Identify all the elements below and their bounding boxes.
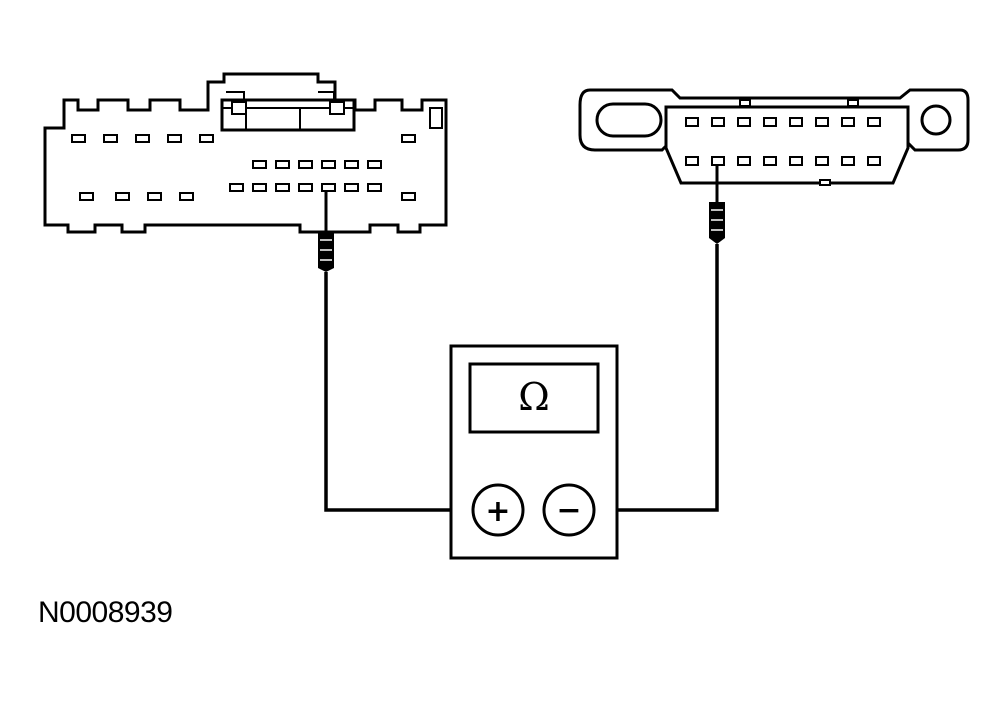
negative-terminal-label: − [556, 493, 581, 528]
left-probe [318, 192, 334, 272]
meter-display [468, 362, 600, 434]
positive-lead-wire [324, 272, 475, 512]
ohm-symbol: Ω [518, 375, 550, 419]
right-connector [578, 88, 970, 186]
positive-terminal[interactable] [471, 483, 525, 537]
negative-lead-wire [594, 244, 719, 512]
negative-terminal[interactable] [542, 483, 596, 537]
figure-id: N0008939 [38, 596, 173, 629]
positive-terminal-label: + [485, 494, 510, 529]
left-connector [43, 72, 448, 234]
ohmmeter: Ω + − [449, 344, 619, 560]
right-probe [709, 166, 725, 244]
